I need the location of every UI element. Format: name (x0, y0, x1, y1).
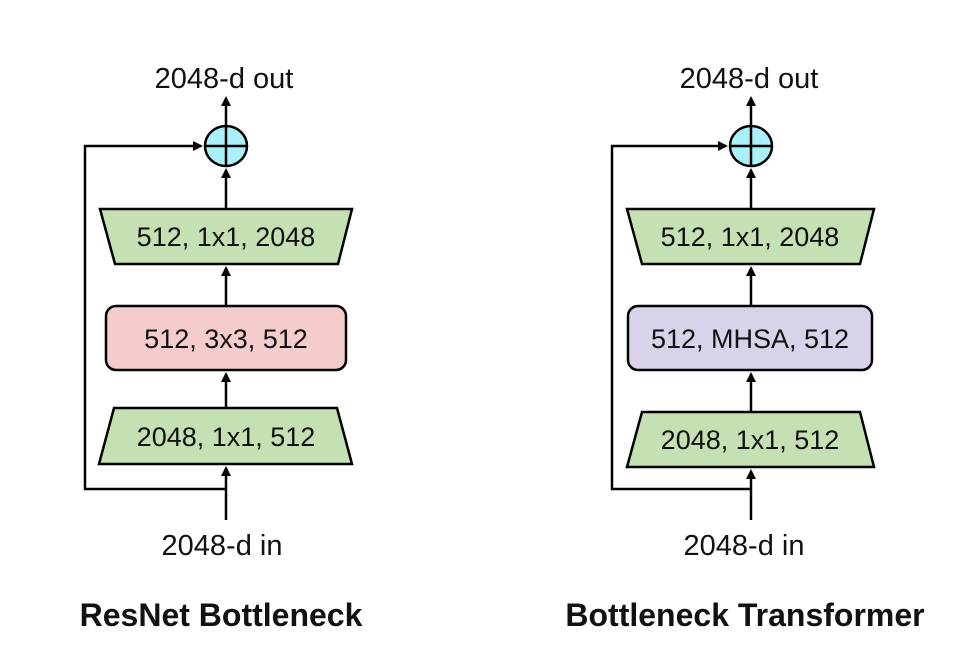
right-mhsa-block: 512, MHSA, 512 (626, 304, 874, 372)
left-circle-plus-icon (203, 124, 249, 168)
right-input-label: 2048-d in (684, 530, 805, 562)
right-top-conv-block: 512, 1x1, 2048 (625, 207, 876, 266)
left-top-conv-block: 512, 1x1, 2048 (98, 207, 354, 266)
resnet-bottleneck-diagram: 2048-d out 512, 1x1, 2048 512, 3x3, 512 (80, 63, 363, 633)
left-mid-conv-block: 512, 3x3, 512 (104, 304, 348, 372)
right-mhsa-label: 512, MHSA, 512 (651, 324, 849, 354)
right-skip-connection (610, 141, 751, 491)
left-bottom-conv-label: 2048, 1x1, 512 (137, 422, 316, 452)
right-top-conv-label: 512, 1x1, 2048 (661, 222, 840, 252)
left-output-label: 2048-d out (155, 63, 294, 95)
right-output-label: 2048-d out (680, 63, 819, 95)
bottleneck-transformer-diagram: 2048-d out 512, 1x1, 2048 512, MHSA, 512 (565, 63, 924, 633)
left-top-conv-label: 512, 1x1, 2048 (137, 222, 316, 252)
right-bottom-conv-block: 2048, 1x1, 512 (625, 410, 876, 469)
right-bottom-conv-label: 2048, 1x1, 512 (661, 425, 840, 455)
left-input-label: 2048-d in (162, 530, 283, 562)
left-mid-conv-label: 512, 3x3, 512 (144, 324, 308, 354)
left-title: ResNet Bottleneck (80, 597, 363, 633)
right-circle-plus-icon (728, 124, 774, 168)
left-skip-connection (83, 141, 226, 491)
left-bottom-conv-block: 2048, 1x1, 512 (97, 406, 354, 466)
right-title: Bottleneck Transformer (565, 597, 924, 633)
